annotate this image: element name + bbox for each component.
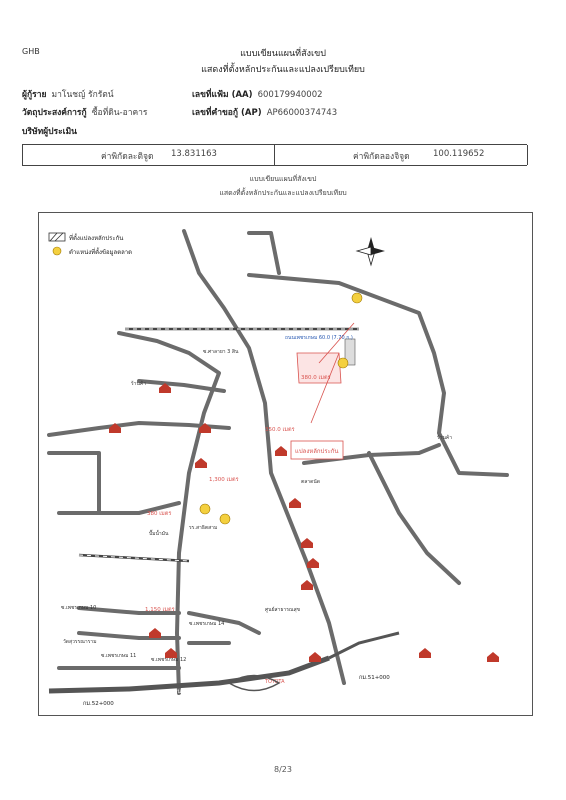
distance-school: 380 เมตร: [147, 511, 171, 517]
collateral-area: แปลงหลักประกัน: [290, 322, 356, 460]
roads: [47, 229, 509, 695]
borrower-value: มาโนชญ์ รักรัตน์: [51, 90, 114, 100]
shop-label: ร้านค้า: [131, 380, 147, 387]
soi-10-label: ซ.เพชรเกษม 10: [61, 605, 96, 611]
appraiser-row: บริษัทผู้ประเมิน: [22, 119, 77, 138]
soi-11-label: ซ.เพชรเกษม 11: [101, 653, 136, 659]
file-no-row: เลขที่แฟ้ม (AA) 600179940002: [192, 82, 323, 101]
soi-14-label: ซ.เพชรเกษม 14: [189, 621, 224, 627]
page-title: แบบเขียนแผนที่สังเขป: [240, 49, 326, 59]
distance-labels: 380.0 เมตร 350.0 เมตร 1,300 เมตร 380 เมต…: [145, 375, 331, 613]
clinic-label: ศูนย์สาธารณสุข: [265, 606, 300, 613]
file-no-label: เลขที่แฟ้ม (AA): [192, 90, 253, 100]
comparison-markers: [199, 292, 363, 525]
map-subtitle: แสดงที่ตั้งหลักประกันและแปลงเปรียบเทียบ: [219, 189, 347, 197]
longitude-cell: ค่าพิกัดลองจิจูด 100.119652: [274, 145, 528, 165]
purpose-row: วัตถุประสงค์การกู้ ซื้อที่ดิน-อาคาร: [22, 100, 148, 119]
longitude-label: ค่าพิกัดลองจิจูด: [353, 152, 410, 162]
bypass-note-label: ถนนเพชรเกษม 60.0 (7.70 ก.): [285, 335, 353, 341]
page-number: 8/23: [274, 765, 292, 774]
request-no-value: AP66000374743: [266, 108, 338, 118]
request-no-row: เลขที่คำขอกู้ (AP) AP66000374743: [192, 100, 337, 119]
km-end-label: กม.51+000: [359, 675, 390, 681]
request-no-label: เลขที่คำขอกู้ (AP): [192, 108, 262, 118]
file-no-value: 600179940002: [257, 90, 323, 100]
longitude-value: 100.119652: [433, 149, 485, 159]
soi-12-label: ซ.เพชรเกษม 12: [151, 657, 186, 663]
toyota-label: TOYOTA: [264, 679, 285, 685]
highway: ถนนเพชรเกษม กม.52+000 กม.51+000: [48, 631, 400, 707]
map-drawing: ที่ตั้งแปลงหลักประกัน ตำแหน่งที่ตั้งข้อม…: [47, 229, 509, 707]
shop-right-label: ร้านค้า: [437, 434, 453, 441]
collateral-box-label: แปลงหลักประกัน: [295, 448, 339, 455]
north-arrow-icon: [355, 237, 385, 267]
soi-suksa-label: ซ.ศาลายา 3 สิน: [203, 348, 239, 355]
bank-code: GHB: [22, 47, 40, 56]
roundabout: [228, 674, 281, 692]
coordinates-box: ค่าพิกัดละติจูด 13.831163 ค่าพิกัดลองจิจ…: [22, 144, 528, 166]
appraiser-label: บริษัทผู้ประเมิน: [22, 127, 77, 137]
highway-label: ถนนเพชรเกษม: [174, 688, 210, 695]
railway: [78, 327, 359, 563]
distance-top: 380.0 เมตร: [301, 375, 331, 381]
gas-label: ปั๊มน้ำมัน: [149, 528, 169, 537]
distance-mid: 350.0 เมตร: [265, 427, 295, 433]
map-labels: ซ.ศาลายา 3 สิน ถนนเพชรเกษม 60.0 (7.70 ก.…: [61, 335, 452, 685]
legend-comparison-label: ตำแหน่งที่ตั้งข้อมูลตลาด: [69, 246, 132, 256]
house-icons: [109, 383, 499, 662]
page-subtitle: แสดงที่ตั้งหลักประกันและแปลงเปรียบเทียบ: [201, 65, 365, 75]
school-label: รร.สาธิตสาม: [189, 524, 217, 531]
borrower-label: ผู้กู้ราย: [22, 90, 47, 100]
borrower-row: ผู้กู้ราย มาโนชญ์ รักรัตน์: [22, 82, 114, 101]
distance-low: 1,150 เมตร: [145, 607, 175, 613]
distance-left: 1,300 เมตร: [209, 477, 239, 483]
km-start-label: กม.52+000: [83, 701, 114, 707]
legend-collateral-label: ที่ตั้งแปลงหลักประกัน: [69, 232, 123, 242]
latitude-value: 13.831163: [171, 149, 217, 159]
map-legend: ที่ตั้งแปลงหลักประกัน ตำแหน่งที่ตั้งข้อม…: [48, 232, 132, 256]
location-map: ที่ตั้งแปลงหลักประกัน ตำแหน่งที่ตั้งข้อม…: [38, 212, 533, 716]
map-title: แบบเขียนแผนที่สังเขป: [249, 175, 317, 183]
purpose-value: ซื้อที่ดิน-อาคาร: [91, 108, 148, 118]
temple-label: วัดสุวรรณาราม: [63, 639, 97, 645]
market-label: ตลาดนัด: [301, 479, 320, 485]
purpose-label: วัตถุประสงค์การกู้: [22, 108, 87, 118]
latitude-label: ค่าพิกัดละติจูด: [101, 152, 154, 162]
latitude-cell: ค่าพิกัดละติจูด 13.831163: [22, 145, 275, 165]
